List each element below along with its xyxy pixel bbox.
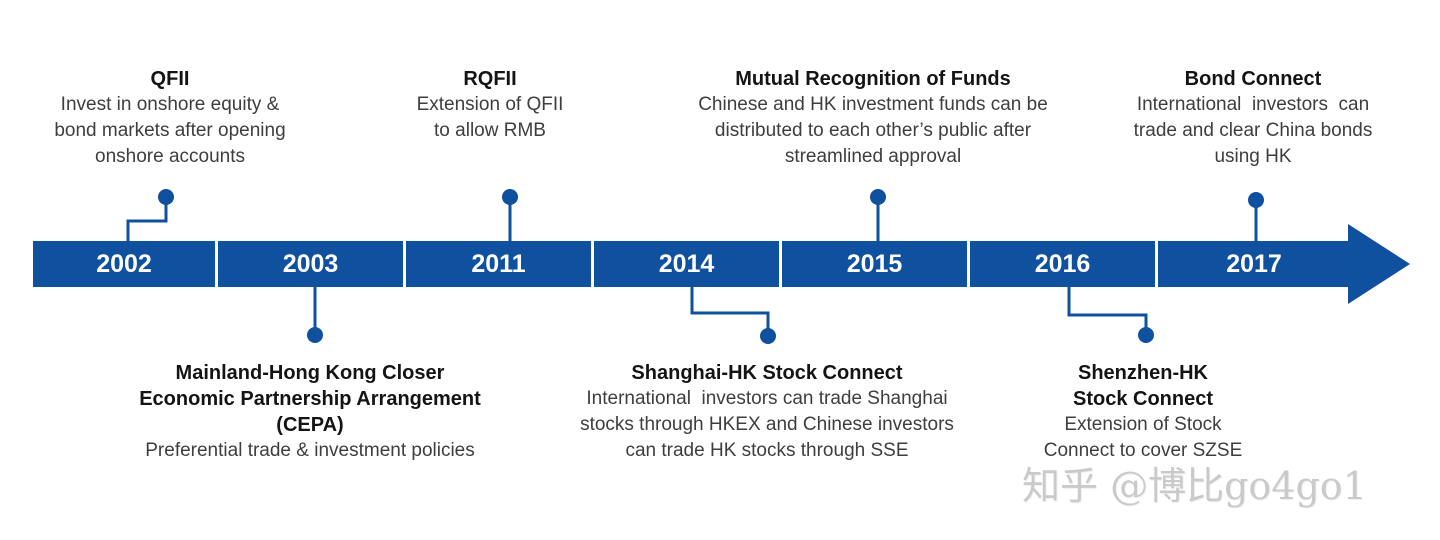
event-block-rqfii: RQFII Extension of QFII to allow RMB [390, 66, 590, 144]
event-text-line: streamlined approval [784, 146, 962, 167]
event-dot-2014 [760, 328, 776, 344]
connector-2014 [690, 287, 770, 334]
event-text-line: Preferential trade & investment policies [145, 440, 475, 461]
event-dot-2011 [502, 189, 518, 205]
event-text-line: onshore accounts [95, 146, 245, 167]
timeline-arrowhead-icon [1348, 224, 1410, 304]
timeline-segment-2003: 2003 [218, 241, 406, 287]
zhihu-watermark: 知乎 @博比go4go1 [1022, 464, 1367, 508]
event-dot-2017 [1248, 192, 1264, 208]
event-block-mutual-recognition: Mutual Recognition of Funds Chinese and … [650, 66, 1096, 170]
event-title: Stock Connect [1072, 388, 1214, 410]
connector-2002 [126, 199, 168, 242]
event-dot-2003 [307, 327, 323, 343]
event-block-shenzhen-hk-stock-connect: Shenzhen-HK Stock Connect Extension of S… [1018, 360, 1268, 464]
event-text-line: distributed to each other’s public after [714, 120, 1032, 141]
event-title: QFII [150, 68, 190, 90]
timeline-segment-2015: 2015 [782, 241, 970, 287]
event-text-line: bond markets after opening [54, 120, 286, 141]
event-title: RQFII [463, 68, 517, 90]
event-text-line: can trade HK stocks through SSE [625, 440, 909, 461]
timeline-segment-2016: 2016 [970, 241, 1158, 287]
event-title: Mutual Recognition of Funds [735, 68, 1011, 90]
event-text-line: trade and clear China bonds [1133, 120, 1373, 141]
event-dot-2015 [870, 189, 886, 205]
event-block-qfii: QFII Invest in onshore equity & bond mar… [20, 66, 320, 170]
event-text-line: stocks through HKEX and Chinese investor… [580, 414, 954, 435]
event-block-shanghai-hk-stock-connect: Shanghai-HK Stock Connect International … [542, 360, 992, 464]
event-title: Bond Connect [1184, 68, 1322, 90]
event-text-line: Chinese and HK investment funds can be [698, 94, 1048, 115]
timeline-segment-2011: 2011 [406, 241, 594, 287]
event-text-line: Extension of QFII [416, 94, 564, 115]
connector-2016 [1067, 287, 1148, 333]
timeline-bar: 2002 2003 2011 2014 2015 2016 2017 [33, 241, 1350, 287]
event-dot-2002 [158, 189, 174, 205]
event-text-line: Extension of Stock [1064, 414, 1222, 435]
event-block-bond-connect: Bond Connect International investors can… [1103, 66, 1403, 170]
event-title: Shenzhen-HK [1078, 362, 1208, 384]
timeline-segment-2002: 2002 [33, 241, 218, 287]
event-title: Shanghai-HK Stock Connect [631, 362, 903, 384]
event-title: Economic Partnership Arrangement [139, 388, 481, 410]
timeline-segment-2014: 2014 [594, 241, 782, 287]
event-title: (CEPA) [276, 414, 344, 436]
event-text-line: International investors can trade Shangh… [586, 388, 948, 409]
event-block-cepa: Mainland-Hong Kong Closer Economic Partn… [85, 360, 535, 464]
event-text-line: International investors can [1136, 94, 1370, 115]
event-text-line: to allow RMB [434, 120, 546, 141]
event-text-line: Connect to cover SZSE [1043, 440, 1243, 461]
event-text-line: using HK [1214, 146, 1292, 167]
event-text-line: Invest in onshore equity & [60, 94, 280, 115]
event-dot-2016 [1138, 327, 1154, 343]
timeline-segment-2017: 2017 [1158, 241, 1350, 287]
event-title: Mainland-Hong Kong Closer [175, 362, 445, 384]
